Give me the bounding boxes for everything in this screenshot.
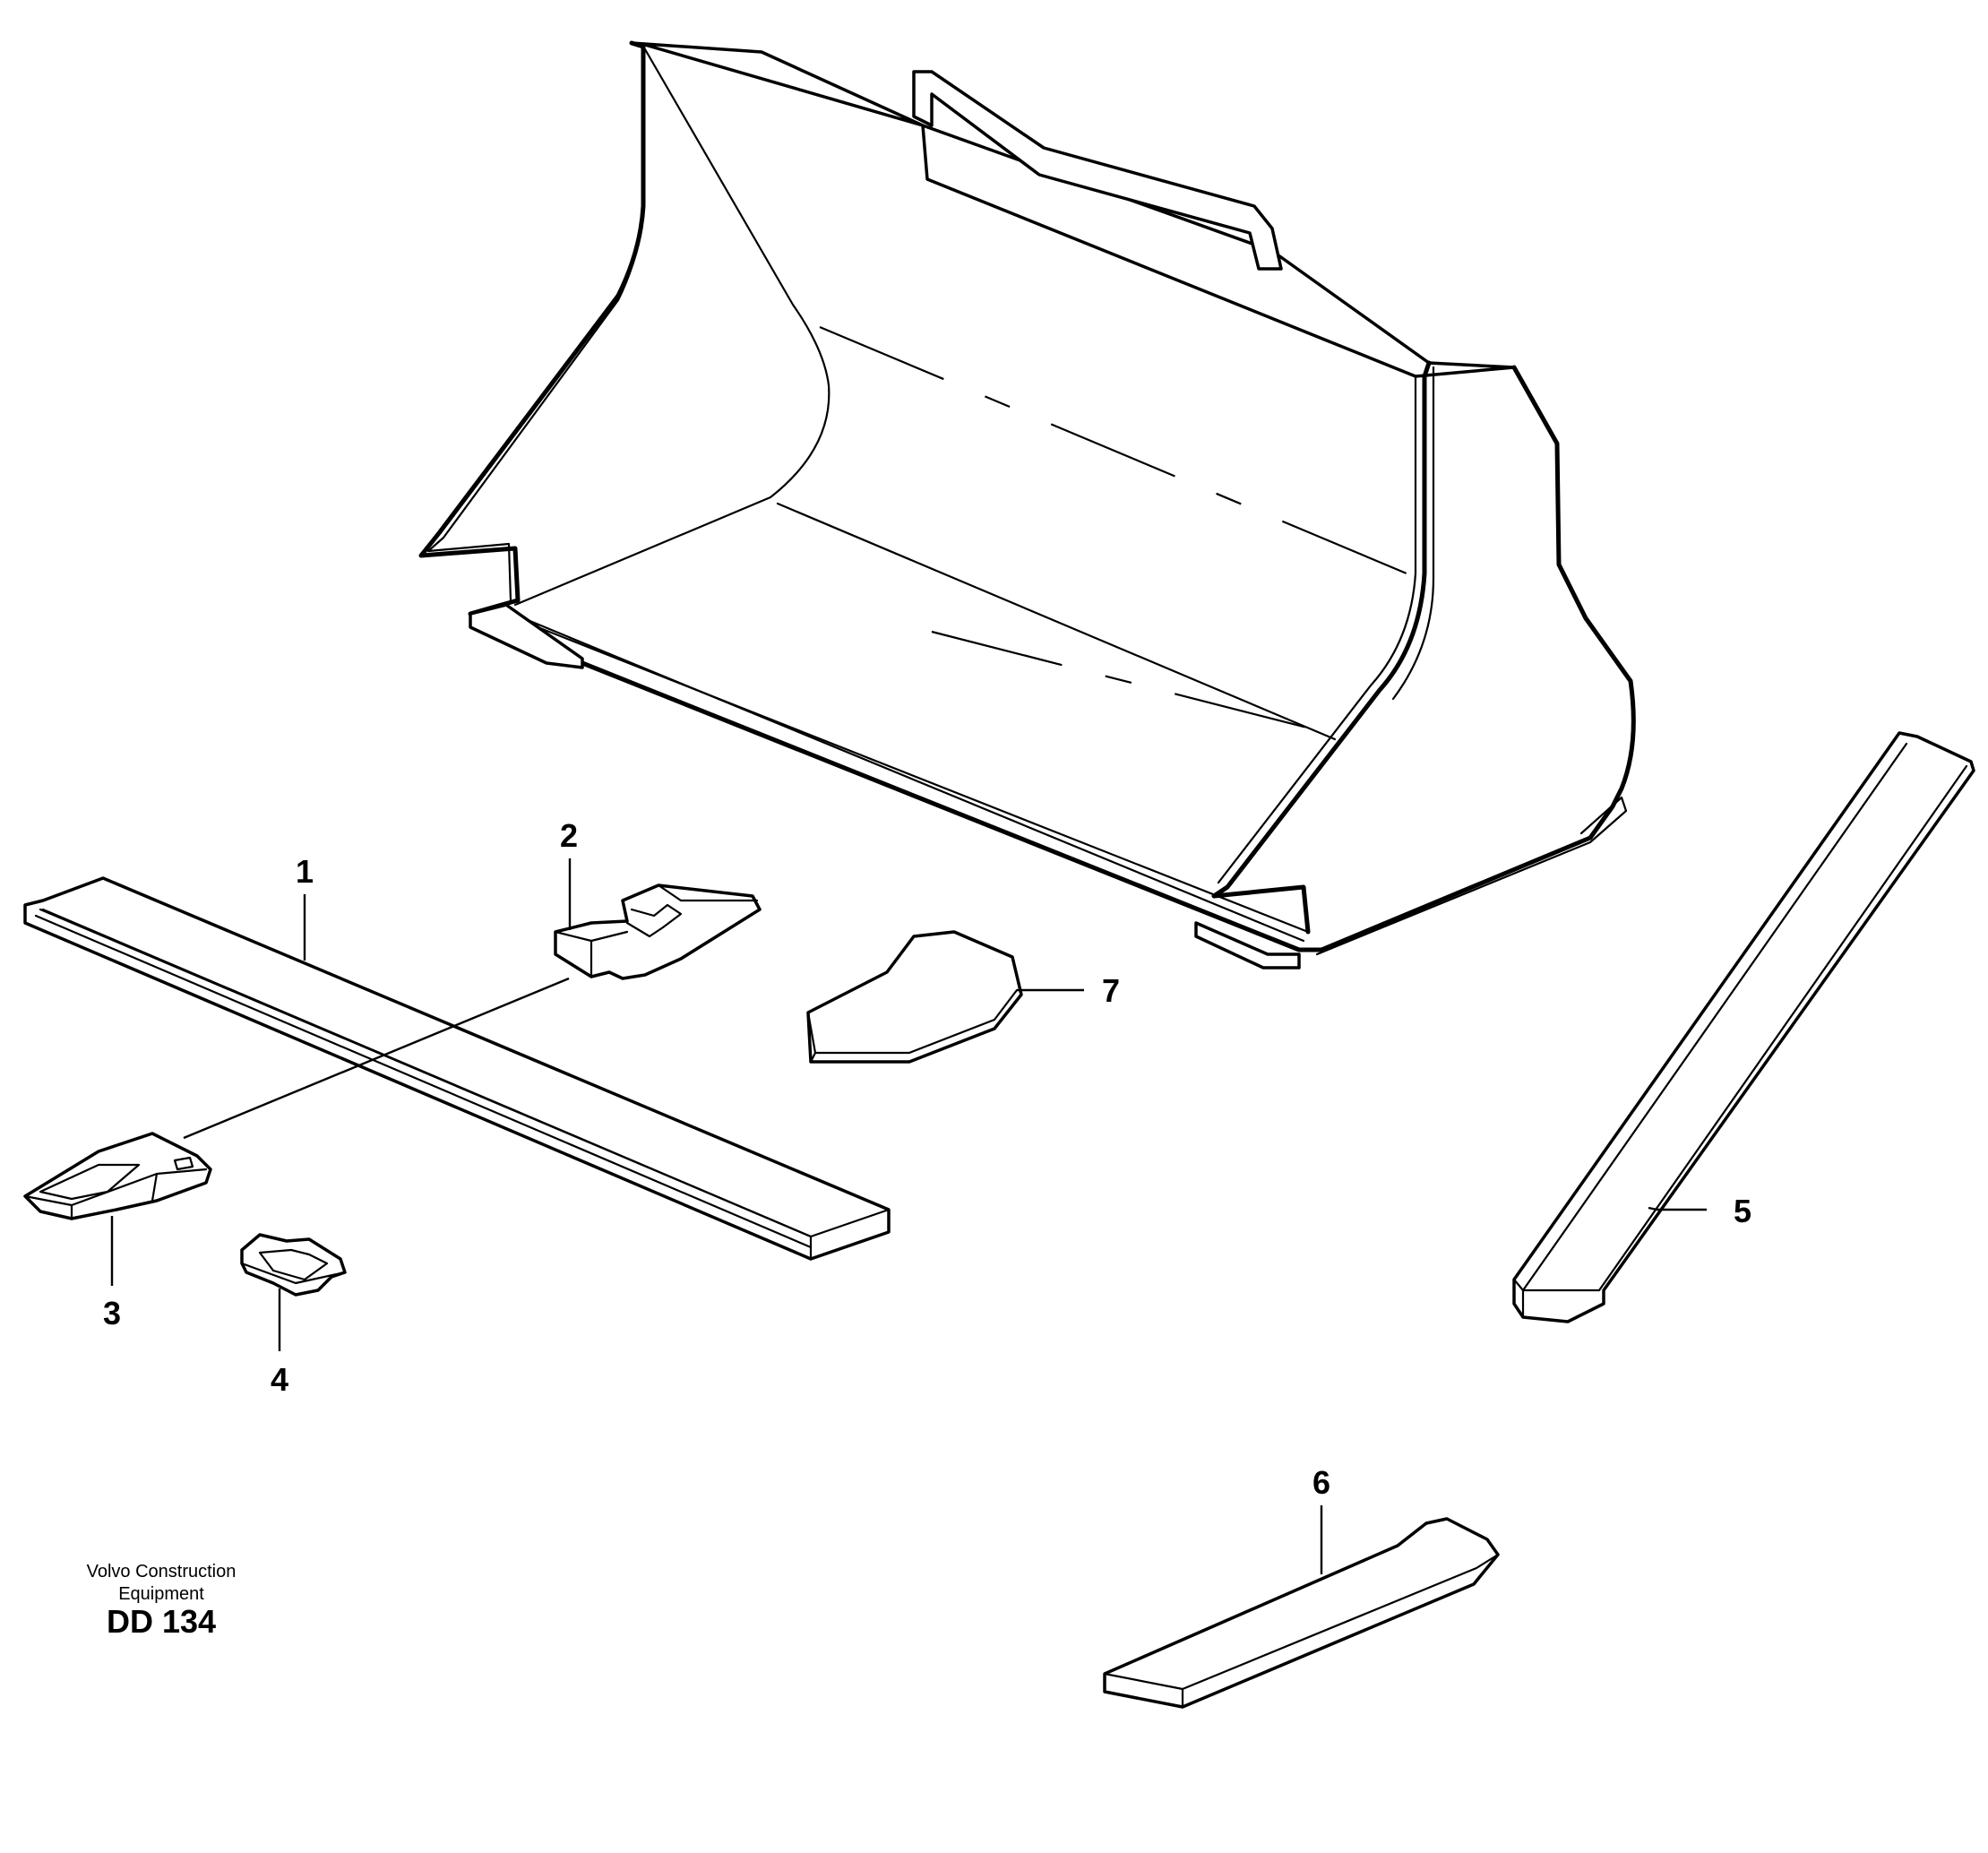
part-1-cutting-edge	[23, 876, 891, 1261]
adapter-front-block	[554, 930, 629, 978]
tooth-edge	[23, 1168, 208, 1220]
callout-4: 4	[271, 1361, 288, 1398]
bucket-right-side-outer	[1391, 366, 1435, 701]
callout-5: 5	[1734, 1193, 1751, 1229]
cutting-edge-inner	[34, 914, 813, 1249]
bucket-left-skid	[469, 603, 584, 669]
bucket-back-wall	[630, 41, 1516, 378]
bucket-right-side	[1211, 360, 1432, 935]
wear-plate-edge	[1103, 1553, 1500, 1709]
company-line-2: Equipment	[118, 1584, 204, 1604]
part-2-tooth-adapter	[554, 883, 762, 980]
bucket-floor-front	[500, 608, 1305, 943]
bucket-right-skid	[1194, 921, 1301, 970]
bucket-floor-front-2	[513, 616, 1310, 934]
leader-lines	[110, 858, 1707, 1574]
bucket-centerline-upper	[819, 325, 1407, 575]
drawing-footer: Volvo Construction Equipment DD 134	[87, 1562, 237, 1640]
company-line-1: Volvo Construction	[87, 1562, 237, 1582]
part-3-tooth	[23, 1132, 212, 1220]
callout-2: 2	[560, 817, 578, 854]
bucket-centerline-lower	[931, 630, 1336, 737]
tooth-pocket	[39, 1163, 141, 1201]
side-plate-body	[806, 930, 1023, 1064]
bucket-floor-back	[776, 502, 1337, 741]
adapter-nose	[625, 903, 683, 938]
side-strip-edge	[1521, 764, 1968, 1292]
part-7-side-plate	[806, 930, 1023, 1064]
part-6-wear-plate	[1103, 1517, 1500, 1709]
loader-bucket	[418, 40, 1636, 970]
callout-labels: 1 2 3 4 5 6 7	[103, 817, 1751, 1501]
callout-3: 3	[103, 1295, 121, 1332]
callout-1: 1	[296, 853, 314, 890]
part-5-side-strip	[1512, 731, 1975, 1323]
leader-tooth-to-adapter	[183, 977, 570, 1140]
bucket-left-inner-curve	[513, 47, 830, 607]
tooth-body	[23, 1132, 212, 1220]
part-4-retainer	[240, 1233, 347, 1297]
drawing-code: DD 134	[107, 1603, 216, 1640]
tooth-pin-slot	[173, 1156, 194, 1171]
bucket-top-strip	[912, 70, 1283, 271]
cutting-edge-bevel	[41, 908, 891, 1238]
bucket-right-wing	[1315, 796, 1628, 956]
leader-5	[1648, 1206, 1707, 1211]
bucket-right-side-inner	[1217, 375, 1417, 884]
retainer-body	[240, 1233, 347, 1297]
callout-6: 6	[1312, 1464, 1330, 1501]
bucket-left-side-inner	[426, 45, 645, 602]
side-strip-body	[1512, 731, 1975, 1323]
side-plate-edge	[806, 988, 1019, 1064]
retainer-lower-edge	[240, 1262, 347, 1285]
retainer-inner	[258, 1248, 329, 1281]
callout-7: 7	[1102, 972, 1120, 1009]
wear-plate-body	[1103, 1517, 1500, 1709]
adapter-ridge	[657, 883, 759, 902]
